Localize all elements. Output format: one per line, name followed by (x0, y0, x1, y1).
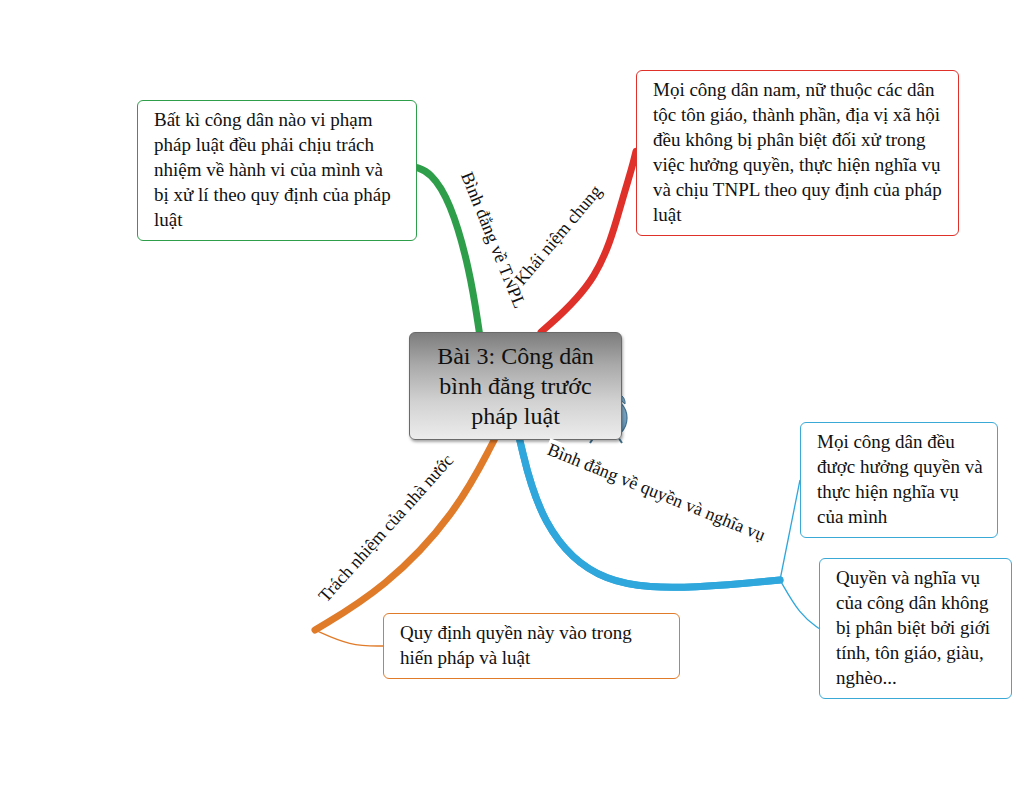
branch-box: Mọi công dân nam, nữ thuộc các dân tộc t… (636, 70, 959, 236)
branch-box: Quyền và nghĩa vụ của công dân không bị … (819, 558, 1012, 699)
branch-label: Bình đẳng về TNPL (457, 167, 531, 313)
branch-text: Quyền và nghĩa vụ của công dân không bị … (836, 565, 997, 690)
branch-text: Bất kì công dân nào vi phạm pháp luật đề… (154, 107, 402, 232)
branch-box: Quy định quyền này vào trong hiến pháp v… (383, 613, 680, 679)
topic-text: Bài 3: Công dân bình đẳng trước pháp luậ… (420, 341, 611, 431)
branch-label: Bình đẳng về quyền và nghĩa vụ (542, 438, 769, 545)
branch-box: Mọi công dân đều được hưởng quyền và thự… (800, 422, 998, 538)
leader-stroke (780, 480, 800, 580)
branch-text: Mọi công dân nam, nữ thuộc các dân tộc t… (653, 77, 944, 227)
leader-stroke (315, 630, 383, 646)
branch-stroke (315, 440, 494, 630)
topic-box: Bài 3: Công dân bình đẳng trước pháp luậ… (409, 332, 622, 440)
branch-text: Mọi công dân đều được hưởng quyền và thự… (817, 429, 983, 529)
branch-box: Bất kì công dân nào vi phạm pháp luật đề… (137, 100, 417, 241)
branch-text: Quy định quyền này vào trong hiến pháp v… (400, 620, 665, 670)
leader-stroke (780, 580, 819, 629)
branch-connector (520, 440, 819, 629)
